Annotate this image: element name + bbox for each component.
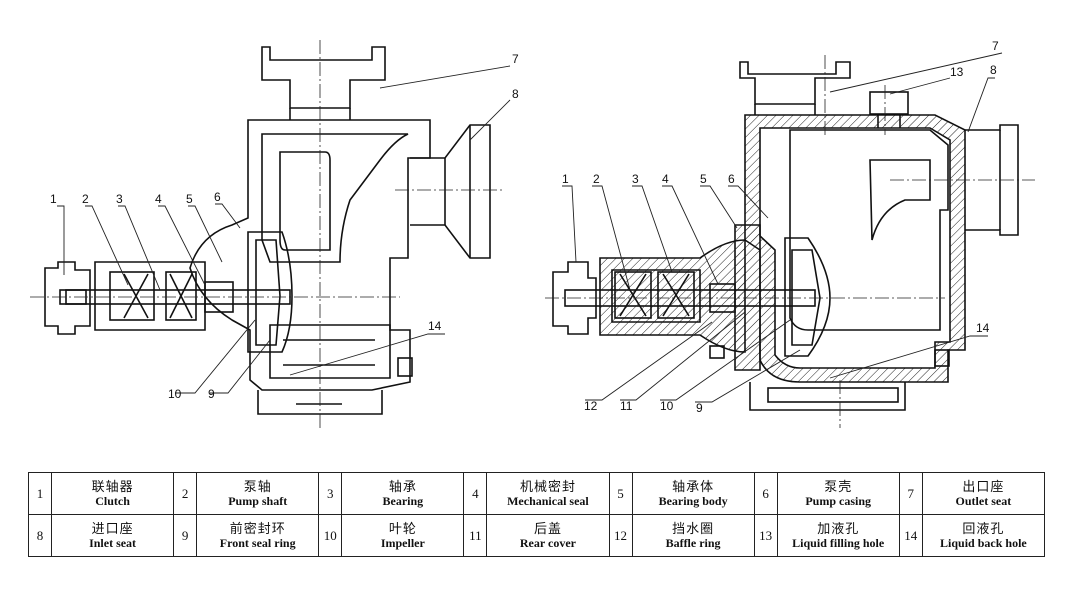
right-callout-3: 3: [632, 172, 639, 186]
right-callout-12: 12: [584, 399, 598, 413]
right-impeller: [784, 237, 831, 357]
right-callout-9: 9: [696, 401, 703, 415]
left-callout-4: 4: [155, 192, 162, 206]
part-number: 11: [463, 514, 488, 557]
part-number: 3: [318, 472, 343, 515]
part-number: 12: [608, 514, 633, 557]
part-number: 4: [463, 472, 488, 515]
right-clutch: [552, 261, 597, 335]
right-callout-6: 6: [728, 172, 735, 186]
left-impeller: [247, 231, 293, 353]
right-callout-8: 8: [990, 63, 997, 77]
left-callout-9: 9: [208, 387, 215, 401]
part-number: 7: [898, 472, 923, 515]
right-callout-5: 5: [700, 172, 707, 186]
part-number: 8: [27, 514, 53, 557]
left-inlet-flange: [410, 124, 491, 259]
right-callout-14: 14: [976, 321, 990, 335]
part-number: 6: [753, 472, 778, 515]
left-callout-14: 14: [428, 319, 442, 333]
part-number: 5: [608, 472, 633, 515]
left-callout-10: 10: [168, 387, 182, 401]
right-callout-2: 2: [593, 172, 600, 186]
left-callout-7: 7: [512, 52, 519, 66]
left-section-view: [44, 46, 491, 415]
right-section-view: [552, 61, 1019, 411]
right-callout-11: 11: [620, 399, 633, 413]
left-clutch: [44, 261, 91, 335]
right-callout-1: 1: [562, 172, 569, 186]
left-callout-1: 1: [50, 192, 57, 206]
right-outlet-flange: [739, 61, 851, 105]
pump-sectional-drawing: 1 2 3 4 5 6 7 8 10 9 14: [30, 39, 1035, 430]
right-bearing-body: [599, 239, 746, 353]
left-pump-casing: [189, 119, 431, 391]
left-callout-8: 8: [512, 87, 519, 101]
right-callout-10: 10: [660, 399, 674, 413]
part-number: 14: [898, 514, 923, 557]
part-number: 2: [173, 472, 198, 515]
right-callout-7: 7: [992, 39, 999, 53]
left-outlet-flange: [261, 46, 386, 109]
left-callout-6: 6: [214, 190, 221, 204]
part-number: 10: [318, 514, 343, 557]
left-callout-5: 5: [186, 192, 193, 206]
part-number: 1: [27, 472, 53, 515]
part-number: 13: [753, 514, 778, 557]
left-bearing-body: [94, 261, 206, 331]
right-pump-casing: [744, 114, 966, 383]
right-filling-plug: [869, 91, 909, 115]
left-callout-3: 3: [116, 192, 123, 206]
right-callout-13: 13: [950, 65, 964, 79]
right-callout-4: 4: [662, 172, 669, 186]
left-callout-2: 2: [82, 192, 89, 206]
part-number: 9: [173, 514, 198, 557]
